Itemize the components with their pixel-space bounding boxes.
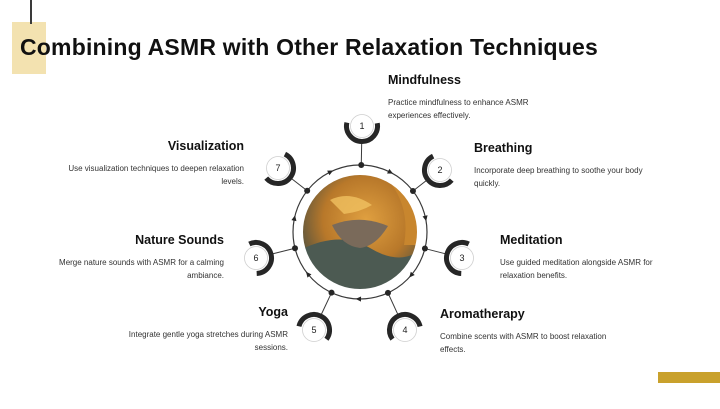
item-title: Mindfulness xyxy=(388,73,563,87)
item-meditation: Meditation Use guided meditation alongsi… xyxy=(500,233,685,282)
bubble-number: 1 xyxy=(359,121,364,131)
item-title: Nature Sounds xyxy=(48,233,224,247)
bubble-number: 3 xyxy=(459,253,464,263)
number-bubble: 3 xyxy=(447,243,474,274)
spoke-line xyxy=(272,248,295,254)
ring-dot xyxy=(410,188,416,194)
number-bubble: 6 xyxy=(245,242,272,273)
item-title: Yoga xyxy=(110,305,288,319)
ring-arrow-icon xyxy=(423,215,428,221)
number-bubble: 2 xyxy=(425,156,452,185)
spoke-line xyxy=(291,178,307,190)
item-yoga: Yoga Integrate gentle yoga stretches dur… xyxy=(110,305,288,354)
item-description: Practice mindfulness to enhance ASMR exp… xyxy=(388,96,563,122)
item-description: Combine scents with ASMR to boost relaxa… xyxy=(440,330,610,356)
item-description: Integrate gentle yoga stretches during A… xyxy=(110,328,288,354)
ring-dot xyxy=(304,188,310,194)
item-description: Use guided meditation alongside ASMR for… xyxy=(500,256,685,282)
bubble-number: 4 xyxy=(402,325,407,335)
number-bubble: 7 xyxy=(266,154,293,183)
item-description: Merge nature sounds with ASMR for a calm… xyxy=(48,256,224,282)
item-description: Incorporate deep breathing to soothe you… xyxy=(474,164,649,190)
item-breathing: Breathing Incorporate deep breathing to … xyxy=(474,141,649,190)
bubble-number: 7 xyxy=(275,163,280,173)
bubble-number: 2 xyxy=(437,165,442,175)
item-title: Aromatherapy xyxy=(440,307,610,321)
bubble-number: 5 xyxy=(311,325,316,335)
item-description: Use visualization techniques to deepen r… xyxy=(68,162,244,188)
spoke-line xyxy=(425,249,446,254)
center-photo xyxy=(300,172,420,292)
ring-arrow-icon xyxy=(356,296,361,301)
spoke-line xyxy=(321,293,331,315)
bubble-number: 6 xyxy=(253,253,258,263)
ring-dot xyxy=(422,246,428,252)
number-bubble: 5 xyxy=(299,314,330,341)
ring-dot xyxy=(329,290,335,296)
item-title: Visualization xyxy=(68,139,244,153)
ring-dot xyxy=(385,290,391,296)
item-nature-sounds: Nature Sounds Merge nature sounds with A… xyxy=(48,233,224,282)
item-mindfulness: Mindfulness Practice mindfulness to enha… xyxy=(388,73,563,122)
spoke-line xyxy=(388,293,398,315)
item-title: Meditation xyxy=(500,233,685,247)
ring-arrow-icon xyxy=(291,215,296,221)
item-aromatherapy: Aromatherapy Combine scents with ASMR to… xyxy=(440,307,610,356)
number-bubble: 4 xyxy=(389,315,420,342)
item-visualization: Visualization Use visualization techniqu… xyxy=(68,139,244,188)
item-title: Breathing xyxy=(474,141,649,155)
ring-dot xyxy=(358,162,364,168)
ring-dot xyxy=(292,245,298,251)
number-bubble: 1 xyxy=(346,115,377,142)
